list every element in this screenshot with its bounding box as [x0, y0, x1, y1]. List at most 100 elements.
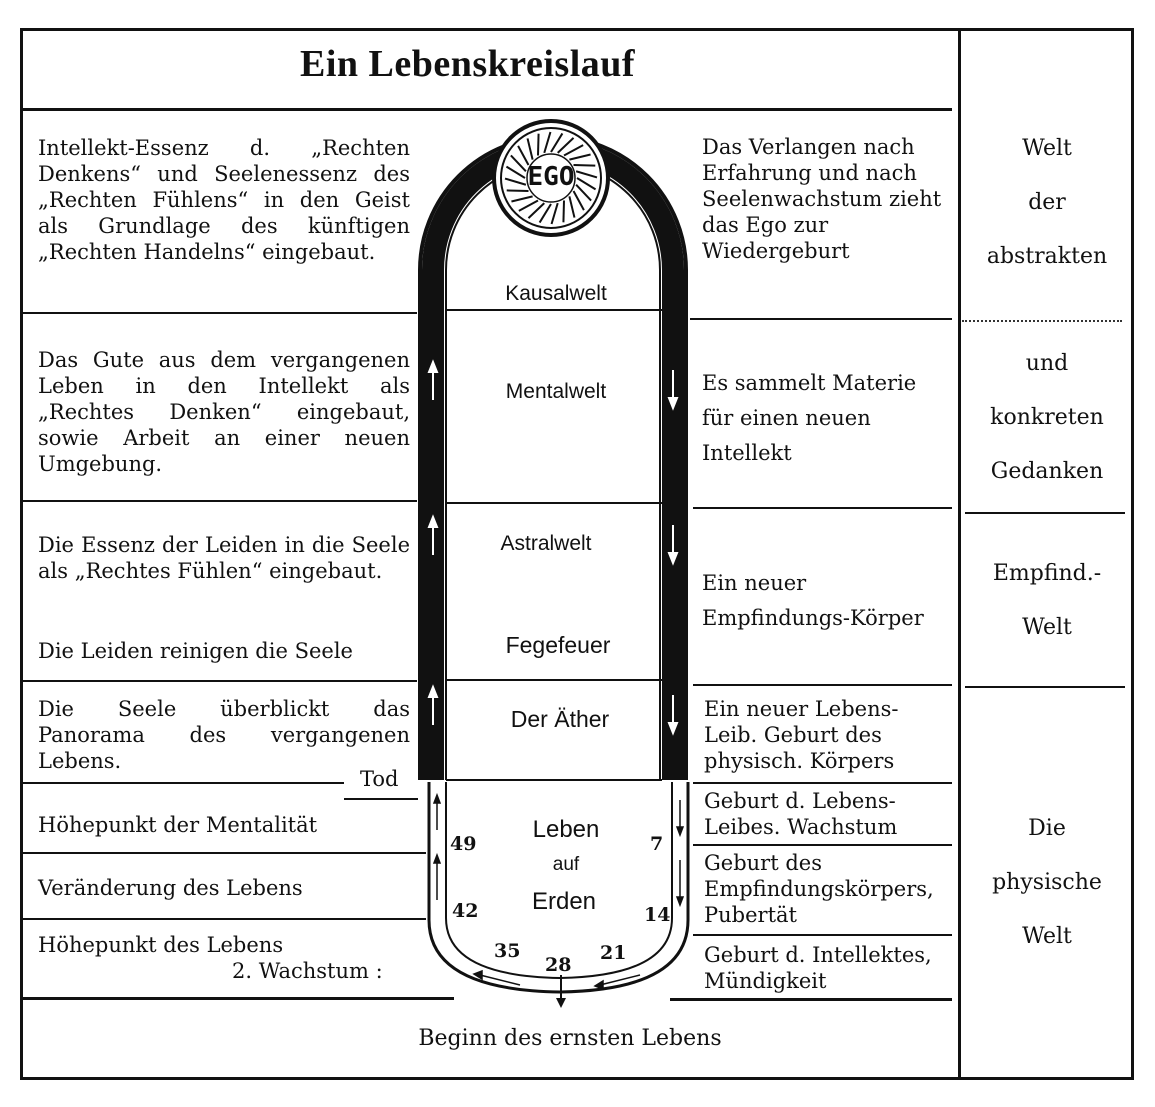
ego-ray: [505, 165, 526, 179]
ego-ray: [518, 199, 539, 212]
rule-left-2: [22, 500, 417, 502]
rule-title: [20, 108, 952, 111]
diagram-title: Ein Lebenskreislauf: [300, 43, 636, 85]
world-dotted-rule: [962, 320, 1122, 322]
ego-ray: [543, 131, 552, 154]
rule-right-4: [693, 782, 952, 784]
rule-left-7: [22, 997, 454, 1000]
loop-band-dark: [422, 139, 684, 780]
left-text-6: Veränderung des Lebens: [38, 876, 303, 900]
world-rule-3: [965, 686, 1125, 688]
ego-ray: [557, 137, 575, 154]
diagram-frame: [20, 28, 1134, 1080]
ego-label: EGO: [527, 162, 575, 192]
age-35: 35: [494, 940, 521, 962]
ego-ray: [550, 202, 559, 225]
world-w5: konkreten: [990, 405, 1104, 430]
rule-right-2: [693, 507, 952, 509]
right-text-1: Das Verlangen nach Erfahrung und nach Se…: [702, 135, 942, 263]
age-28: 28: [545, 954, 572, 976]
world-w4: und: [1025, 351, 1069, 376]
left-text-1: Intellekt-Essenz d. „Rechten Denkens“ un…: [38, 136, 410, 264]
ego-ray: [575, 170, 598, 179]
zone-leben: Leben: [532, 816, 600, 843]
zone-astralwelt: Astralwelt: [500, 532, 592, 555]
rule-right-3: [693, 684, 952, 686]
rule-left-3: [22, 680, 417, 682]
loop-arrows-light: [432, 792, 685, 991]
ego-ray: [550, 132, 564, 153]
ego-ray: [506, 189, 529, 192]
ego-circle-inner: [526, 153, 576, 203]
age-42: 42: [452, 900, 479, 922]
loop-inner-dark: [445, 162, 661, 780]
ego-ray: [575, 184, 592, 202]
world-w2: der: [1028, 190, 1066, 215]
right-text-7: Geburt d. Intellektes, Mündigkeit: [704, 943, 932, 993]
rule-tod: [344, 798, 418, 800]
loop-arrows-dark: [427, 359, 679, 736]
rule-right-7: [670, 998, 952, 1001]
ego-ray: [526, 138, 534, 160]
world-rule-2: [965, 512, 1125, 514]
ego-ray: [537, 133, 540, 156]
ego-ray: [517, 145, 530, 166]
bottom-label: Beginn des ernsten Lebens: [418, 1026, 722, 1051]
ego-ray: [568, 196, 576, 218]
rule-left-5: [22, 852, 426, 854]
ego-ray: [569, 153, 591, 161]
ego-ray: [510, 154, 527, 172]
age-49: 49: [450, 833, 477, 855]
zone-kausalwelt: Kausalwelt: [505, 282, 607, 305]
rule-left-4: [22, 782, 344, 784]
rule-left-6: [22, 918, 426, 920]
rule-right-6: [693, 934, 952, 936]
left-text-5: Höhepunkt der Mentalität: [38, 813, 318, 837]
zone-auf: auf: [552, 854, 580, 875]
rule-right-1: [690, 318, 952, 320]
world-w10: physische: [992, 870, 1102, 895]
zone-mentalwelt: Mentalwelt: [505, 380, 607, 403]
ego-sun-rays: [504, 131, 598, 225]
world-w9: Die: [1028, 816, 1066, 841]
world-w11: Welt: [1022, 924, 1072, 949]
age-21: 21: [600, 942, 627, 964]
left-text-4: Die Seele überblickt das Panorama des ve…: [38, 697, 410, 773]
zone-aether: Der Äther: [510, 706, 610, 732]
left-text-3: Die Essenz der Leiden in die Seele als „…: [38, 533, 410, 583]
ego-ray: [527, 202, 545, 219]
zone-erden: Erden: [531, 888, 597, 915]
loop-inner-light: [445, 782, 673, 980]
ego-ray: [538, 203, 552, 224]
ego-ray: [576, 177, 597, 191]
ego-ray: [572, 190, 585, 211]
right-text-6: Geburt des Empfindungskörpers, Pubertät: [704, 851, 934, 927]
rule-right-5: [693, 844, 952, 846]
world-w8: Welt: [1022, 615, 1072, 640]
world-w6: Gedanken: [990, 459, 1104, 484]
age-7: 7: [650, 833, 664, 855]
right-text-2: Es sammelt Materie für einen neuen Intel…: [702, 371, 917, 465]
right-text-3: Ein neuer Empfindungs-Körper: [702, 571, 924, 630]
ego-circle-mid: [500, 127, 602, 229]
zone-fegefeuer: Fegefeuer: [505, 632, 611, 658]
world-w7: Empfind.-: [992, 561, 1102, 586]
right-text-5: Geburt d. Lebens-Leibes. Wachstum: [704, 789, 898, 839]
world-w1: Welt: [1022, 136, 1072, 161]
ego-ray: [511, 195, 533, 203]
label-tod: Tod: [360, 767, 399, 791]
ego-ray: [563, 144, 584, 157]
ego-ray: [504, 177, 527, 186]
left-text-7a: Höhepunkt des Lebens: [38, 933, 284, 957]
left-text-7b: 2. Wachstum :: [232, 959, 383, 983]
right-text-4: Ein neuer Lebens-Leib. Geburt des physis…: [704, 697, 899, 773]
start-arrow-head: [556, 998, 566, 1008]
ego-ray: [562, 200, 565, 223]
ego-ray: [573, 164, 596, 167]
left-text-3b: Die Leiden reinigen die Seele: [38, 639, 353, 663]
left-text-2: Das Gute aus dem vergangenen Leben in de…: [38, 348, 410, 476]
rule-left-1: [22, 312, 417, 314]
world-column-divider: [958, 30, 961, 1078]
world-w3: abstrakten: [986, 244, 1108, 269]
